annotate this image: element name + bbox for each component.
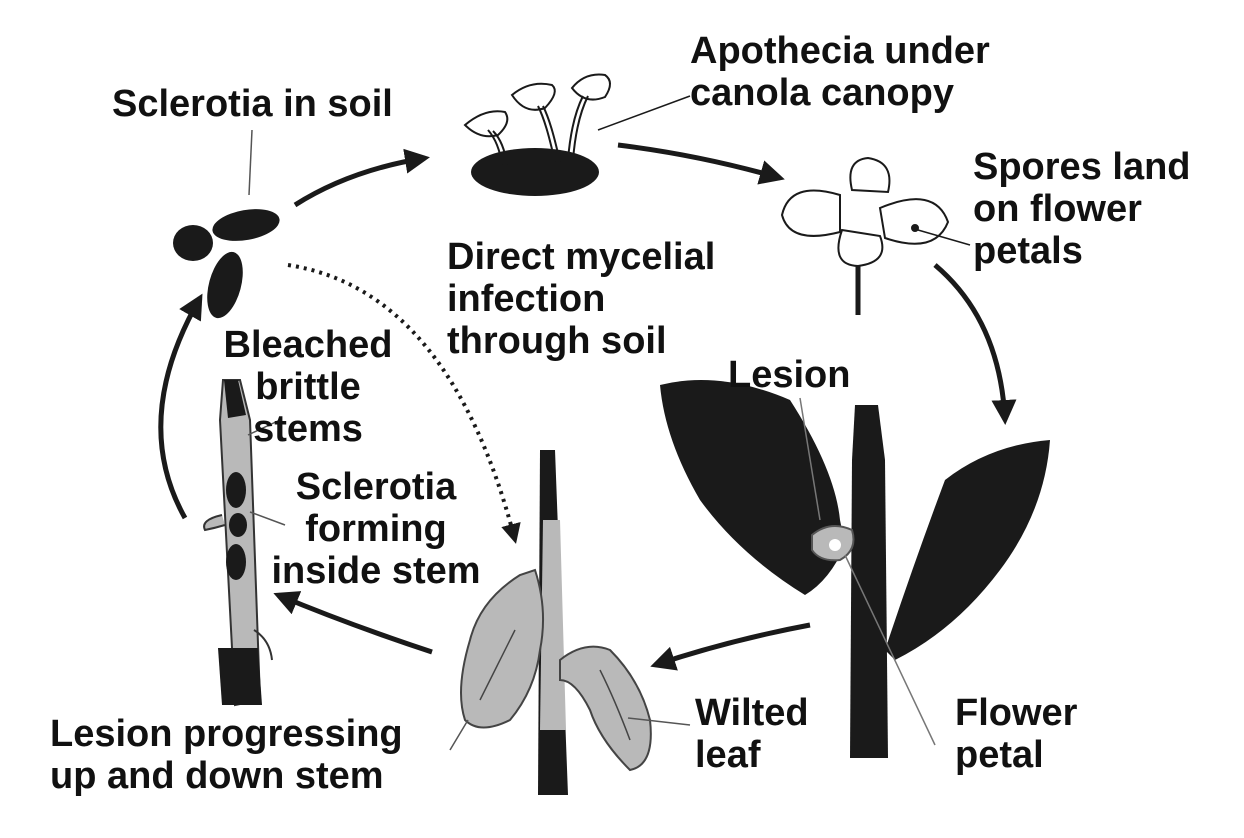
arrow-bleached-to-sclerotia bbox=[158, 293, 203, 520]
label-spores: Spores land on flower petals bbox=[973, 146, 1191, 272]
arrow-direct-mycelial-infection bbox=[287, 263, 521, 544]
label-bleached-brittle-stems: Bleached brittle stems bbox=[223, 324, 393, 450]
arrow-sclerotia-to-apothecia bbox=[293, 148, 430, 208]
label-direct-mycelial-infection: Direct mycelial infection through soil bbox=[447, 236, 716, 362]
sclerotia-in-soil-figure bbox=[173, 209, 280, 319]
label-apothecia: Apothecia under canola canopy bbox=[690, 30, 990, 114]
label-sclerotia-forming: Sclerotia forming inside stem bbox=[271, 466, 481, 592]
label-wilted-leaf: Wilted leaf bbox=[695, 692, 809, 776]
arrow-wilted-to-bleached bbox=[273, 591, 433, 655]
label-lesion: Lesion bbox=[728, 354, 851, 396]
arrow-flower-to-plant bbox=[933, 263, 1017, 425]
arrow-apothecia-to-flower bbox=[617, 142, 785, 185]
arrow-plant-to-wilted bbox=[650, 622, 811, 671]
sclerotia-leader-line bbox=[248, 129, 253, 196]
label-sclerotia-in-soil: Sclerotia in soil bbox=[112, 83, 393, 125]
cycle-arrows bbox=[158, 142, 1017, 671]
bleached-stem-figure bbox=[203, 379, 286, 707]
infected-plant-figure bbox=[660, 380, 1050, 758]
apothecia-figure bbox=[463, 73, 691, 196]
flower-figure bbox=[780, 156, 971, 315]
label-flower-petal: Flower petal bbox=[955, 692, 1078, 776]
wilted-plant-figure bbox=[449, 450, 691, 795]
label-lesion-progressing: Lesion progressing up and down stem bbox=[50, 713, 403, 797]
